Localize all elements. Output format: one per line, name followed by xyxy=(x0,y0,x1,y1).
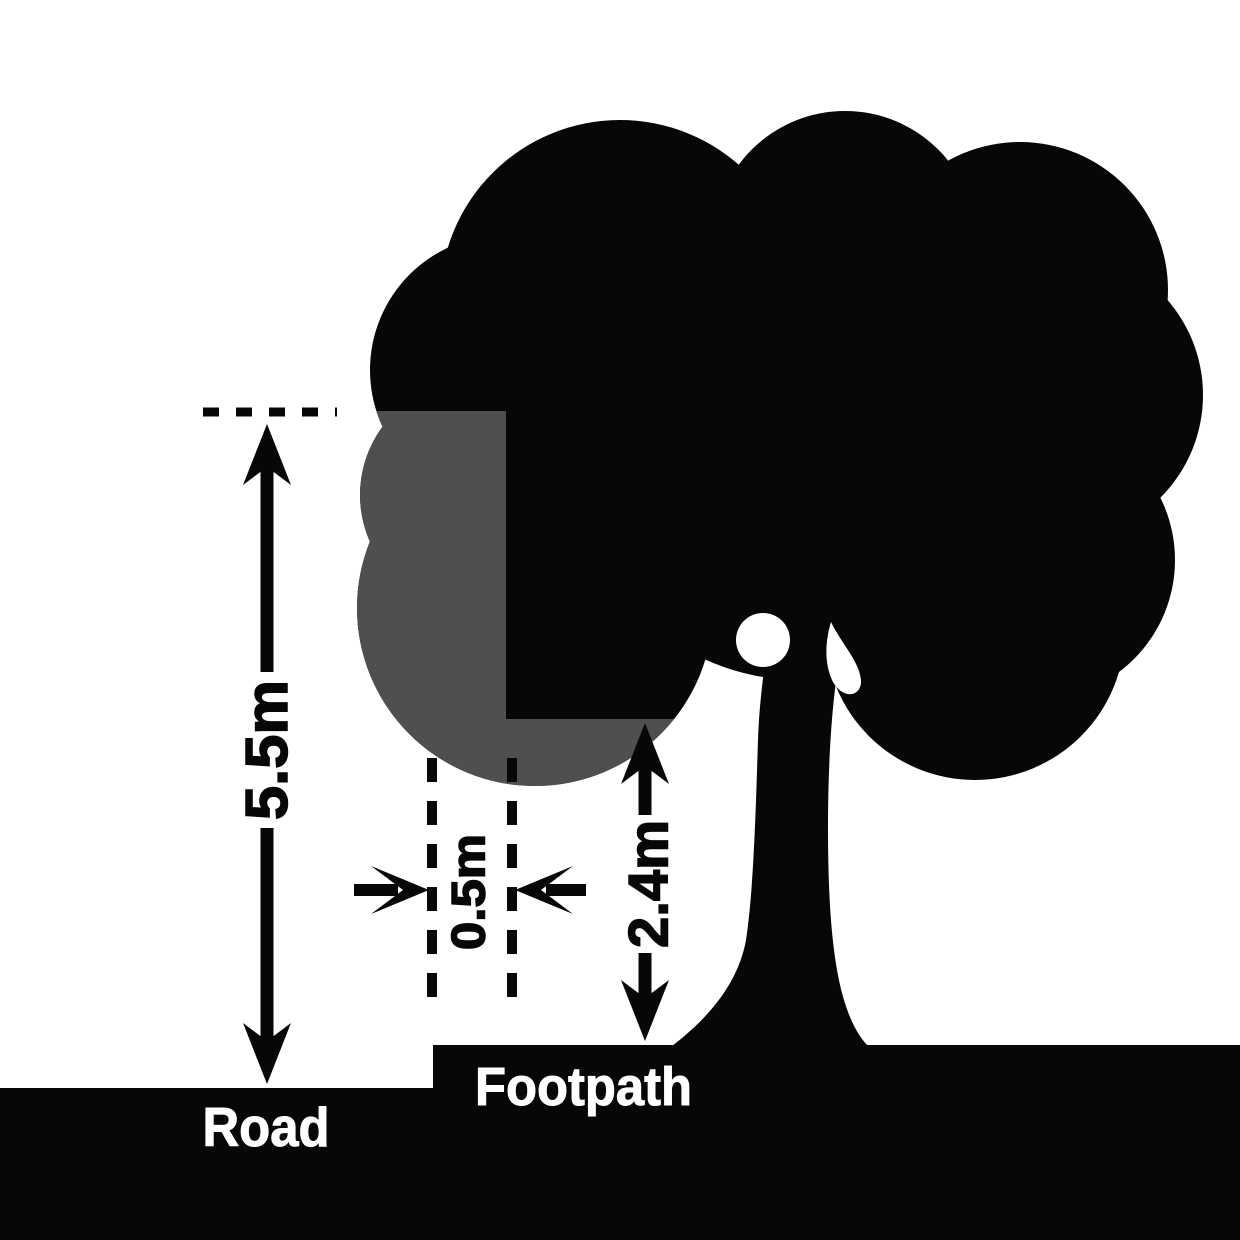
arrow-shaft xyxy=(638,764,652,815)
footpath-surface xyxy=(433,1045,1240,1240)
footpath-clearance-arrow xyxy=(621,723,669,1041)
arrow-shaft xyxy=(260,828,274,1042)
canopy-hole-circle xyxy=(736,613,790,667)
road-clearance-label: 5.5m xyxy=(234,680,300,820)
arrow-shaft xyxy=(546,884,586,896)
setback-label: 0.5m xyxy=(442,834,495,950)
arrow-left-icon xyxy=(515,866,573,914)
footpath-clearance-label: 2.4m xyxy=(617,820,680,948)
arrow-shaft xyxy=(260,465,274,672)
setback-arrows xyxy=(354,866,586,914)
arrow-down-icon xyxy=(621,980,669,1041)
canopy-hole-teardrop xyxy=(826,622,862,695)
arrow-shaft xyxy=(638,953,652,1001)
canopy-lobe xyxy=(480,260,820,600)
arrow-up-icon xyxy=(621,723,669,784)
ground xyxy=(0,1045,1240,1240)
arrow-down-icon xyxy=(243,1023,291,1084)
road-surface xyxy=(0,1088,433,1240)
arrow-shaft xyxy=(354,884,398,896)
arrow-right-icon xyxy=(371,866,429,914)
road-label: Road xyxy=(203,1096,330,1158)
footpath-label: Footpath xyxy=(475,1057,692,1117)
arrow-up-icon xyxy=(243,424,291,485)
road-clearance-arrow xyxy=(243,424,291,1084)
tree-trunk xyxy=(672,655,868,1046)
